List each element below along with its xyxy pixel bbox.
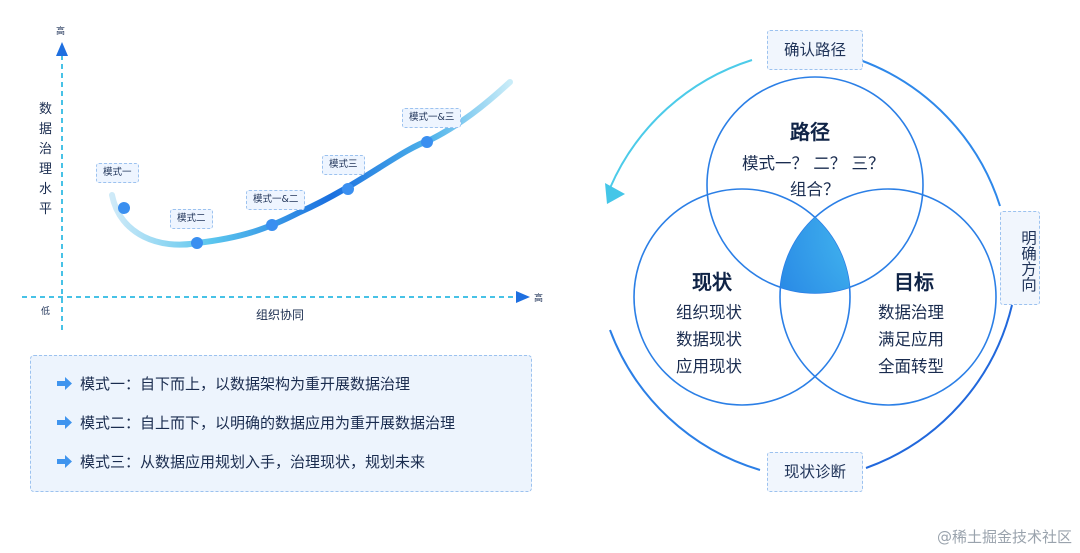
- y-axis-top-label: 高: [56, 27, 66, 37]
- venn-left-line: 应用现状: [676, 357, 742, 376]
- point-mode-1-2: [266, 219, 278, 231]
- venn-top-title: 路径: [790, 120, 830, 144]
- venn-left-line: 数据现状: [676, 330, 742, 349]
- outer-arc-bottom-right: [865, 304, 1013, 469]
- tag-confirm-path: 确认路径: [767, 30, 863, 70]
- legend-text: 模式二：自上而下，以明确的数据应用为重开展数据治理: [80, 414, 456, 432]
- point-mode-1: [118, 202, 130, 214]
- tag-status-diagnosis: 现状诊断: [767, 452, 863, 492]
- legend-item: 模式三：从数据应用规划入手，治理现状，规划未来: [57, 448, 425, 476]
- venn-right-line: 全面转型: [878, 357, 944, 376]
- legend-text: 模式一：自下而上，以数据架构为重开展数据治理: [80, 375, 411, 393]
- y-axis-label: 数 据 治 理 水 平: [39, 102, 53, 217]
- venn-right-line: 满足应用: [878, 330, 944, 349]
- venn-circle-right: [779, 188, 997, 406]
- point-mode-1-3: [421, 136, 433, 148]
- x-axis-label: 组织协同: [256, 308, 305, 322]
- arrow-right-icon: [57, 377, 72, 390]
- venn-right-line: 数据治理: [878, 303, 944, 322]
- venn-right-title: 目标: [894, 270, 934, 294]
- y-axis-arrow-icon: [56, 42, 68, 56]
- outer-arc-top-right: [859, 59, 1001, 207]
- outer-arc-bottom-left: [609, 329, 761, 471]
- legend-item: 模式一：自下而上，以数据架构为重开展数据治理: [57, 370, 410, 398]
- point-label-mode-1: 模式一: [96, 163, 139, 183]
- x-axis-arrow-icon: [516, 291, 530, 303]
- point-label-mode-1-2: 模式一&二: [246, 190, 306, 210]
- venn-center-overlap: [780, 189, 850, 293]
- cycle-arrow-icon: [605, 183, 625, 204]
- mode-legend: 模式一：自下而上，以数据架构为重开展数据治理 模式二：自上而下，以明确的数据应用…: [30, 355, 532, 492]
- legend-text: 模式三：从数据应用规划入手，治理现状，规划未来: [80, 453, 426, 471]
- point-label-mode-1-3: 模式一&三: [402, 108, 462, 128]
- x-axis-end-label: 高: [534, 294, 544, 304]
- legend-item: 模式二：自上而下，以明确的数据应用为重开展数据治理: [57, 409, 455, 437]
- point-label-mode-2: 模式二: [170, 209, 213, 229]
- venn-left-line: 组织现状: [676, 303, 742, 322]
- point-mode-3: [342, 183, 354, 195]
- watermark: @稀土掘金技术社区: [936, 528, 1072, 546]
- arrow-right-icon: [57, 455, 72, 468]
- maturity-chart: [22, 42, 530, 330]
- point-label-mode-3: 模式三: [322, 155, 365, 175]
- venn-top-line: 组合？: [790, 180, 840, 199]
- outer-arc-top-left: [609, 59, 753, 189]
- arrow-right-icon: [57, 416, 72, 429]
- origin-label: 低: [41, 307, 51, 317]
- tag-clear-direction: 明确方向: [1000, 211, 1040, 305]
- venn-circle-left: [633, 188, 851, 406]
- maturity-curve: [109, 79, 513, 248]
- point-mode-2: [191, 237, 203, 249]
- venn-diagram: [605, 59, 1013, 471]
- venn-top-line: 模式一？ 二？ 三？: [742, 154, 885, 173]
- venn-left-title: 现状: [692, 270, 732, 294]
